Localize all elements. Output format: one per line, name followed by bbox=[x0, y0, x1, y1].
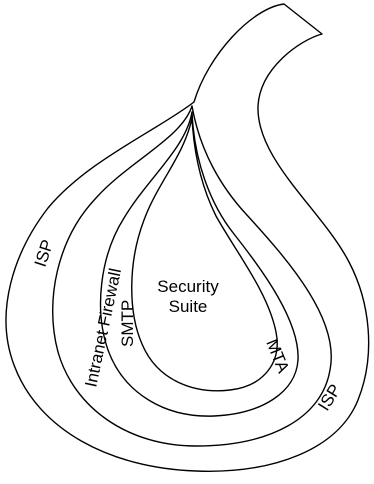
security-suite-core-outline bbox=[131, 117, 278, 392]
smtp-label: SMTP bbox=[118, 300, 137, 347]
isp-label: ISP bbox=[31, 237, 58, 269]
security-suite-line1: Security bbox=[157, 277, 219, 296]
smtp-layer-outline bbox=[99, 111, 299, 417]
intranet-firewall-layer-outline bbox=[52, 105, 332, 447]
isp-layer-outline bbox=[5, 3, 370, 472]
isp-outer-label: ISP bbox=[314, 381, 345, 414]
security-suite-line2: Suite bbox=[169, 297, 208, 316]
mta-label: MTA bbox=[262, 336, 293, 376]
